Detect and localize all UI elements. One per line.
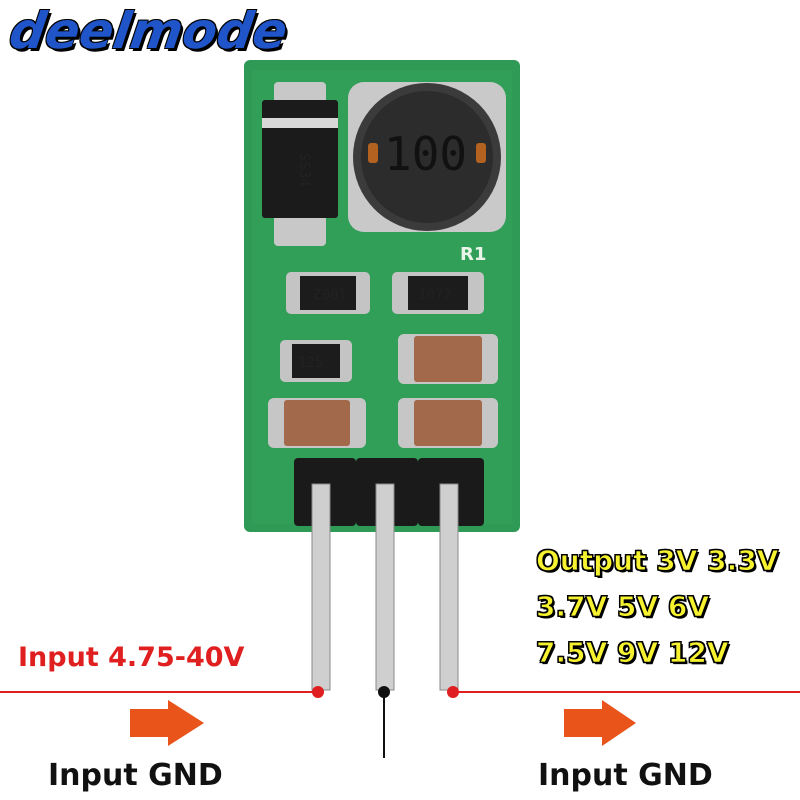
resistor-1002: 1002 — [286, 272, 370, 314]
silk-label: R1 — [460, 244, 486, 265]
diode-marking: SS34 — [296, 153, 312, 187]
input-dot — [312, 686, 324, 698]
diode-component: SS34 — [262, 82, 338, 246]
input-voltage-label: Input 4.75-40V — [18, 642, 245, 673]
output-voltage-line-3: 7.5V 9V 12V — [536, 636, 730, 670]
brand-logo: deelmode — [5, 2, 291, 60]
output-voltage-line-2: 3.7V 5V 6V — [535, 590, 710, 624]
output-voltage-line-1: Output 3V 3.3V — [535, 544, 779, 578]
pins — [311, 483, 459, 691]
gnd-label-right: Input GND — [538, 758, 713, 793]
output-arrow-icon — [564, 700, 636, 746]
resistor-125: 125 — [280, 340, 352, 382]
svg-text:1002: 1002 — [313, 285, 347, 301]
gnd-label-left: Input GND — [48, 758, 223, 793]
inductor-component: 100 — [348, 82, 506, 232]
capacitor-1 — [398, 334, 498, 384]
inductor-marking: 100 — [384, 127, 467, 181]
capacitor-3 — [398, 398, 498, 448]
output-dot — [447, 686, 459, 698]
gnd-dot — [378, 686, 390, 698]
resistor-1072: 1072 — [392, 272, 484, 314]
capacitor-2 — [268, 398, 366, 448]
svg-text:125: 125 — [298, 355, 323, 371]
svg-text:1072: 1072 — [418, 287, 452, 303]
input-arrow-icon — [130, 700, 204, 746]
